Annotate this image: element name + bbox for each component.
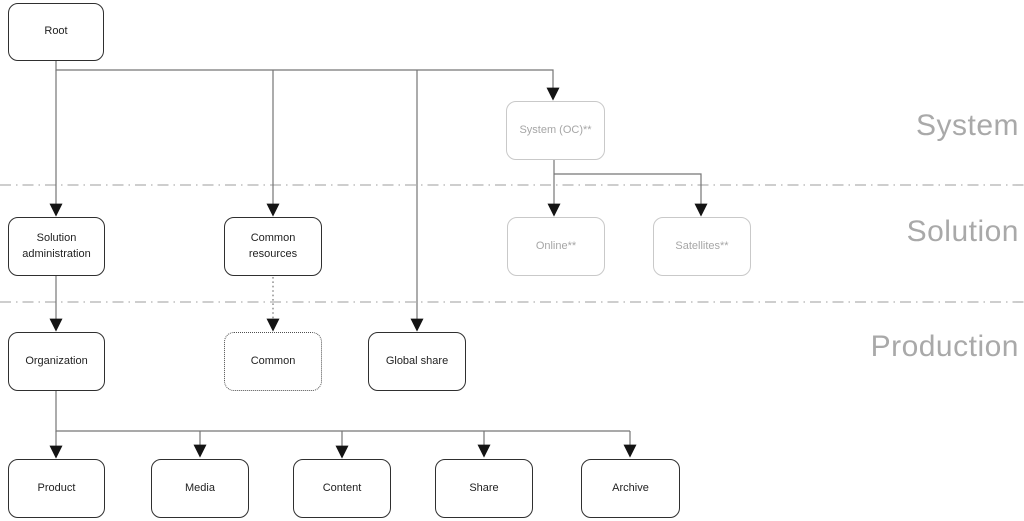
zone-label-system: System xyxy=(915,109,1019,142)
node-online: Online** xyxy=(507,217,605,276)
node-solution-administration: Solution administration xyxy=(8,217,105,276)
edge-root-system-oc xyxy=(55,61,560,101)
edge-system-oc-satellites xyxy=(554,173,708,217)
node-share: Share xyxy=(435,459,533,518)
node-media: Media xyxy=(151,459,249,518)
node-archive: Archive xyxy=(581,459,680,518)
edge-organization-trunk xyxy=(55,391,630,432)
node-system-oc: System (OC)** xyxy=(506,101,605,160)
node-global-share: Global share xyxy=(368,332,466,391)
node-root: Root xyxy=(8,3,104,61)
node-common: Common xyxy=(224,332,322,391)
node-organization: Organization xyxy=(8,332,105,391)
node-common-resources: Common resources xyxy=(224,217,322,276)
node-product: Product xyxy=(8,459,105,518)
zone-label-production: Production xyxy=(870,330,1019,363)
node-satellites: Satellites** xyxy=(653,217,751,276)
node-content: Content xyxy=(293,459,391,518)
zone-label-solution: Solution xyxy=(906,215,1019,248)
